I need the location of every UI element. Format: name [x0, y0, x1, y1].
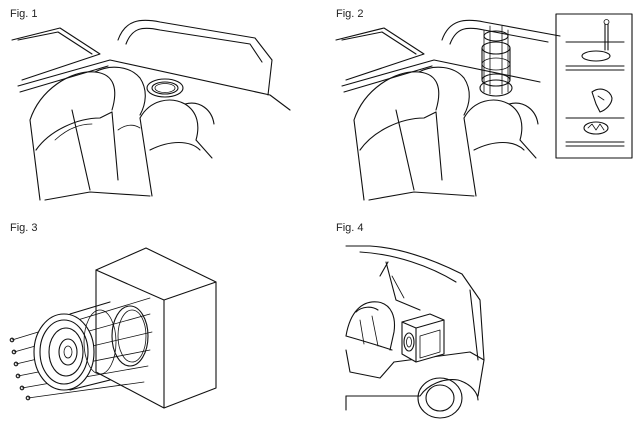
- fig1-illustration: [11, 19, 291, 201]
- fig4-label: Fig. 4: [336, 222, 364, 234]
- fig2-illustration: [335, 13, 633, 201]
- fig3-illustration: [9, 247, 217, 409]
- screw-icons: [9, 337, 31, 401]
- fig3-label: Fig. 3: [10, 222, 38, 234]
- fig1-label: Fig. 1: [10, 8, 38, 20]
- fig2-label: Fig. 2: [336, 8, 364, 20]
- fig4-illustration: [345, 245, 485, 419]
